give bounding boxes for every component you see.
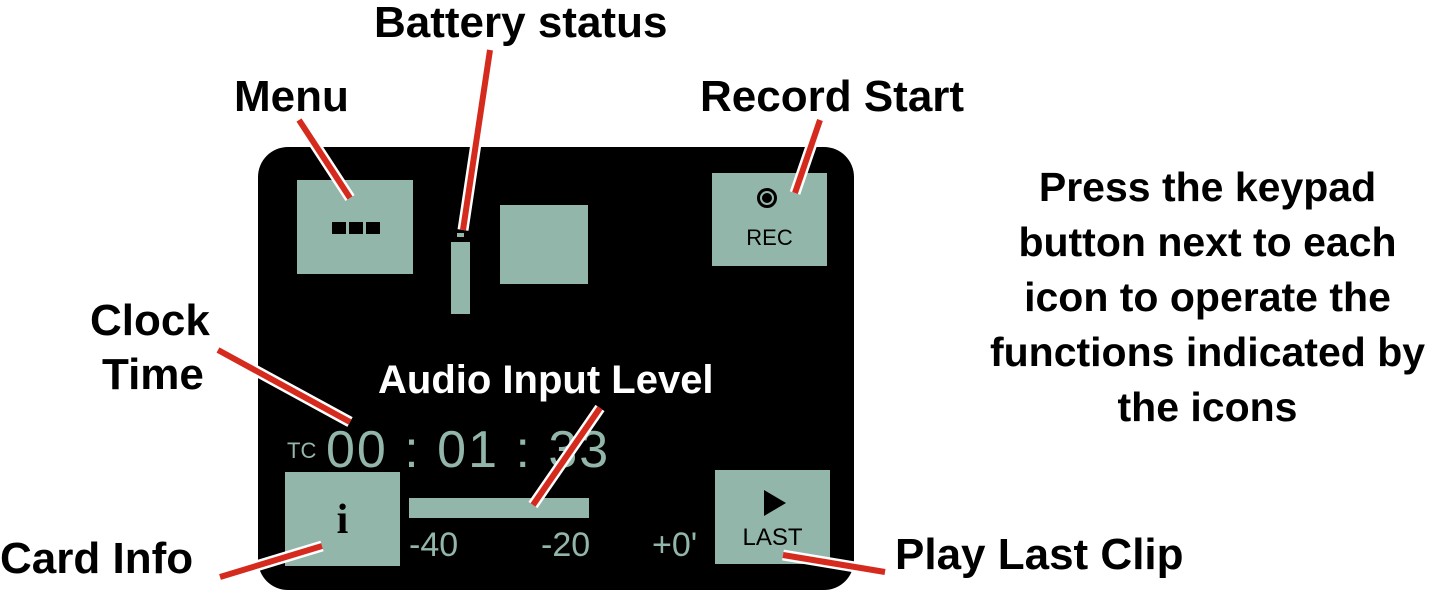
battery-tip bbox=[457, 233, 464, 237]
menu-button[interactable] bbox=[297, 180, 413, 274]
play-last-clip-button[interactable]: LAST bbox=[715, 470, 830, 564]
blank-button[interactable] bbox=[500, 205, 588, 284]
clock-label: Clock bbox=[90, 296, 210, 345]
card-info-label: Card Info bbox=[0, 534, 194, 583]
menu-label: Menu bbox=[234, 72, 349, 121]
scale-label-minus20: -20 bbox=[541, 526, 591, 564]
scale-label-zero: +0' bbox=[652, 526, 698, 564]
menu-dots-icon bbox=[332, 222, 380, 234]
timecode-prefix: TC bbox=[287, 438, 317, 463]
record-start-label: Record Start bbox=[700, 72, 965, 121]
audio-input-level-label: Audio Input Level bbox=[378, 358, 714, 402]
timecode-readout: 00 : 01 : 33 bbox=[326, 421, 611, 479]
instruction-text: Press the keypad button next to each ico… bbox=[989, 164, 1426, 430]
card-info-button[interactable]: i bbox=[285, 472, 400, 566]
scale-label-minus40: -40 bbox=[409, 526, 459, 564]
audio-level-bar bbox=[409, 498, 589, 518]
info-icon: i bbox=[336, 497, 349, 543]
battery-status-label: Battery status bbox=[374, 0, 668, 47]
last-label: LAST bbox=[742, 524, 803, 551]
play-icon bbox=[764, 490, 786, 516]
record-button[interactable]: REC bbox=[712, 173, 827, 266]
record-icon bbox=[757, 188, 777, 208]
battery-icon bbox=[451, 242, 470, 314]
time-label: Time bbox=[102, 350, 204, 399]
rec-label: REC bbox=[746, 225, 793, 250]
play-last-clip-label: Play Last Clip bbox=[895, 530, 1184, 579]
